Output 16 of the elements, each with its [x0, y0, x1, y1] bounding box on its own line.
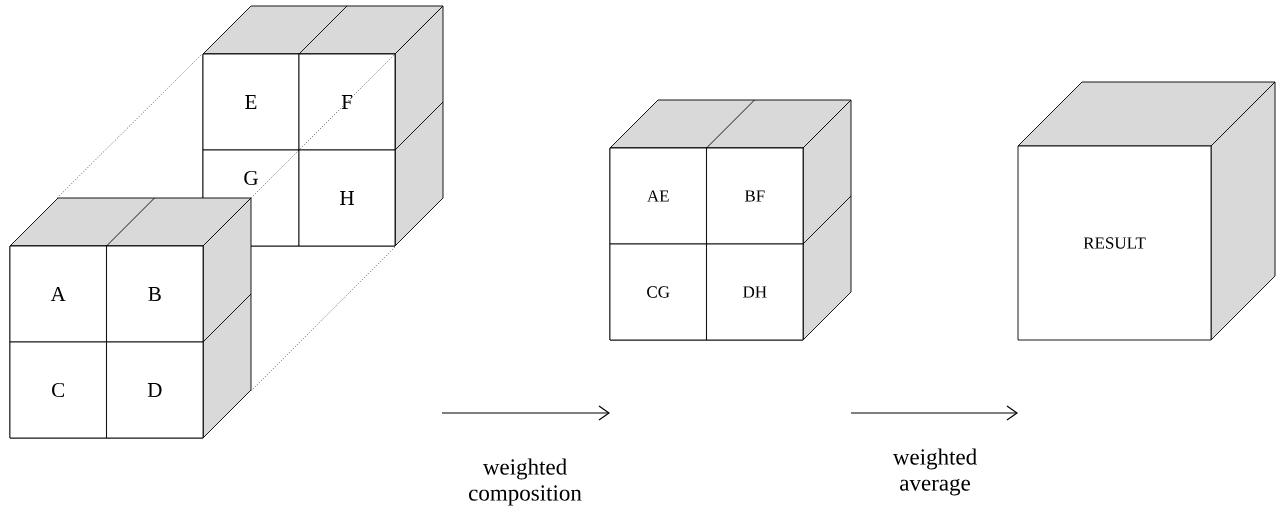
projection-line	[57, 53, 203, 198]
cube-drawing: RESULT	[1017, 81, 1276, 341]
grid-cell: H	[298, 149, 396, 247]
projection-line	[251, 246, 396, 391]
grid-cell: C	[9, 341, 107, 439]
step-label: weighted average	[892, 448, 977, 496]
grid-cell: CG	[609, 243, 707, 341]
grid-cell: B	[106, 245, 204, 343]
grid-cell: AE	[609, 147, 707, 245]
grid-cell: BF	[706, 147, 804, 245]
step-label: weighted composition	[469, 458, 582, 506]
grid-cell: D	[106, 341, 204, 439]
grid-cell: DH	[706, 243, 804, 341]
grid-cell: A	[9, 245, 107, 343]
grid-cell: E	[202, 53, 300, 151]
grid-cell: F	[298, 53, 396, 151]
